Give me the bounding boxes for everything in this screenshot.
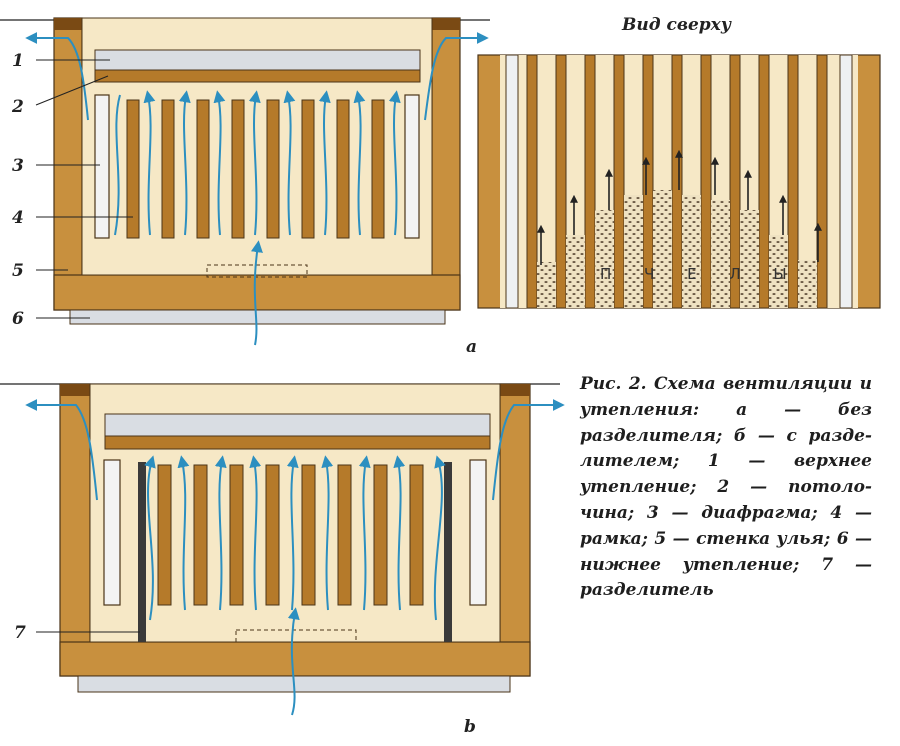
ceiling-board-b xyxy=(104,435,491,450)
callout-7: 7 xyxy=(14,623,26,643)
callout-5: 5 xyxy=(12,261,24,281)
top-insulation-a xyxy=(94,49,421,71)
frames-a xyxy=(126,99,385,239)
diaphragm-right-a xyxy=(404,94,420,239)
top-view: Вид сверху xyxy=(477,15,881,309)
callout-4: 4 xyxy=(12,208,24,228)
frames-b xyxy=(157,464,424,606)
bottom-insulation-a xyxy=(69,309,446,325)
callout-6: 6 xyxy=(12,309,24,329)
separator-left-b xyxy=(138,462,146,642)
ceiling-board-a xyxy=(94,69,421,83)
bees-label: П Ч Е Л Ы xyxy=(600,265,801,283)
hive-diagram-b: 7 b xyxy=(0,383,565,737)
diaphragm-left-a xyxy=(94,94,110,239)
hive-bottom-a xyxy=(53,274,461,311)
callout-3: 3 xyxy=(12,156,24,176)
callout-2: 2 xyxy=(11,97,24,117)
figure-caption: Рис. 2. Схема вентиляции и утепления: а … xyxy=(580,374,872,601)
hive-wall-right-b xyxy=(499,383,531,677)
top-insulation-b xyxy=(104,413,491,437)
top-view-bars xyxy=(505,54,853,309)
callout-1: 1 xyxy=(12,51,24,71)
hive-wall-left-a xyxy=(53,17,83,311)
separator-right-b xyxy=(444,462,452,642)
diaphragm-right-b xyxy=(469,459,487,606)
diaphragm-left-b xyxy=(103,459,121,606)
airflow-b xyxy=(25,399,565,716)
hive-wall-right-a xyxy=(431,17,461,311)
top-view-title: Вид сверху xyxy=(621,15,732,35)
airflow-a xyxy=(25,32,489,346)
hive-bottom-b xyxy=(59,641,531,677)
bee-cluster xyxy=(537,190,817,308)
diagram-b-tag: b xyxy=(464,717,476,737)
diagram-a-tag: a xyxy=(466,337,477,357)
hive-wall-left-b xyxy=(59,383,91,677)
hive-diagram-a: 1 2 3 4 5 6 a xyxy=(0,17,490,357)
rising-air-arrows xyxy=(537,149,822,265)
